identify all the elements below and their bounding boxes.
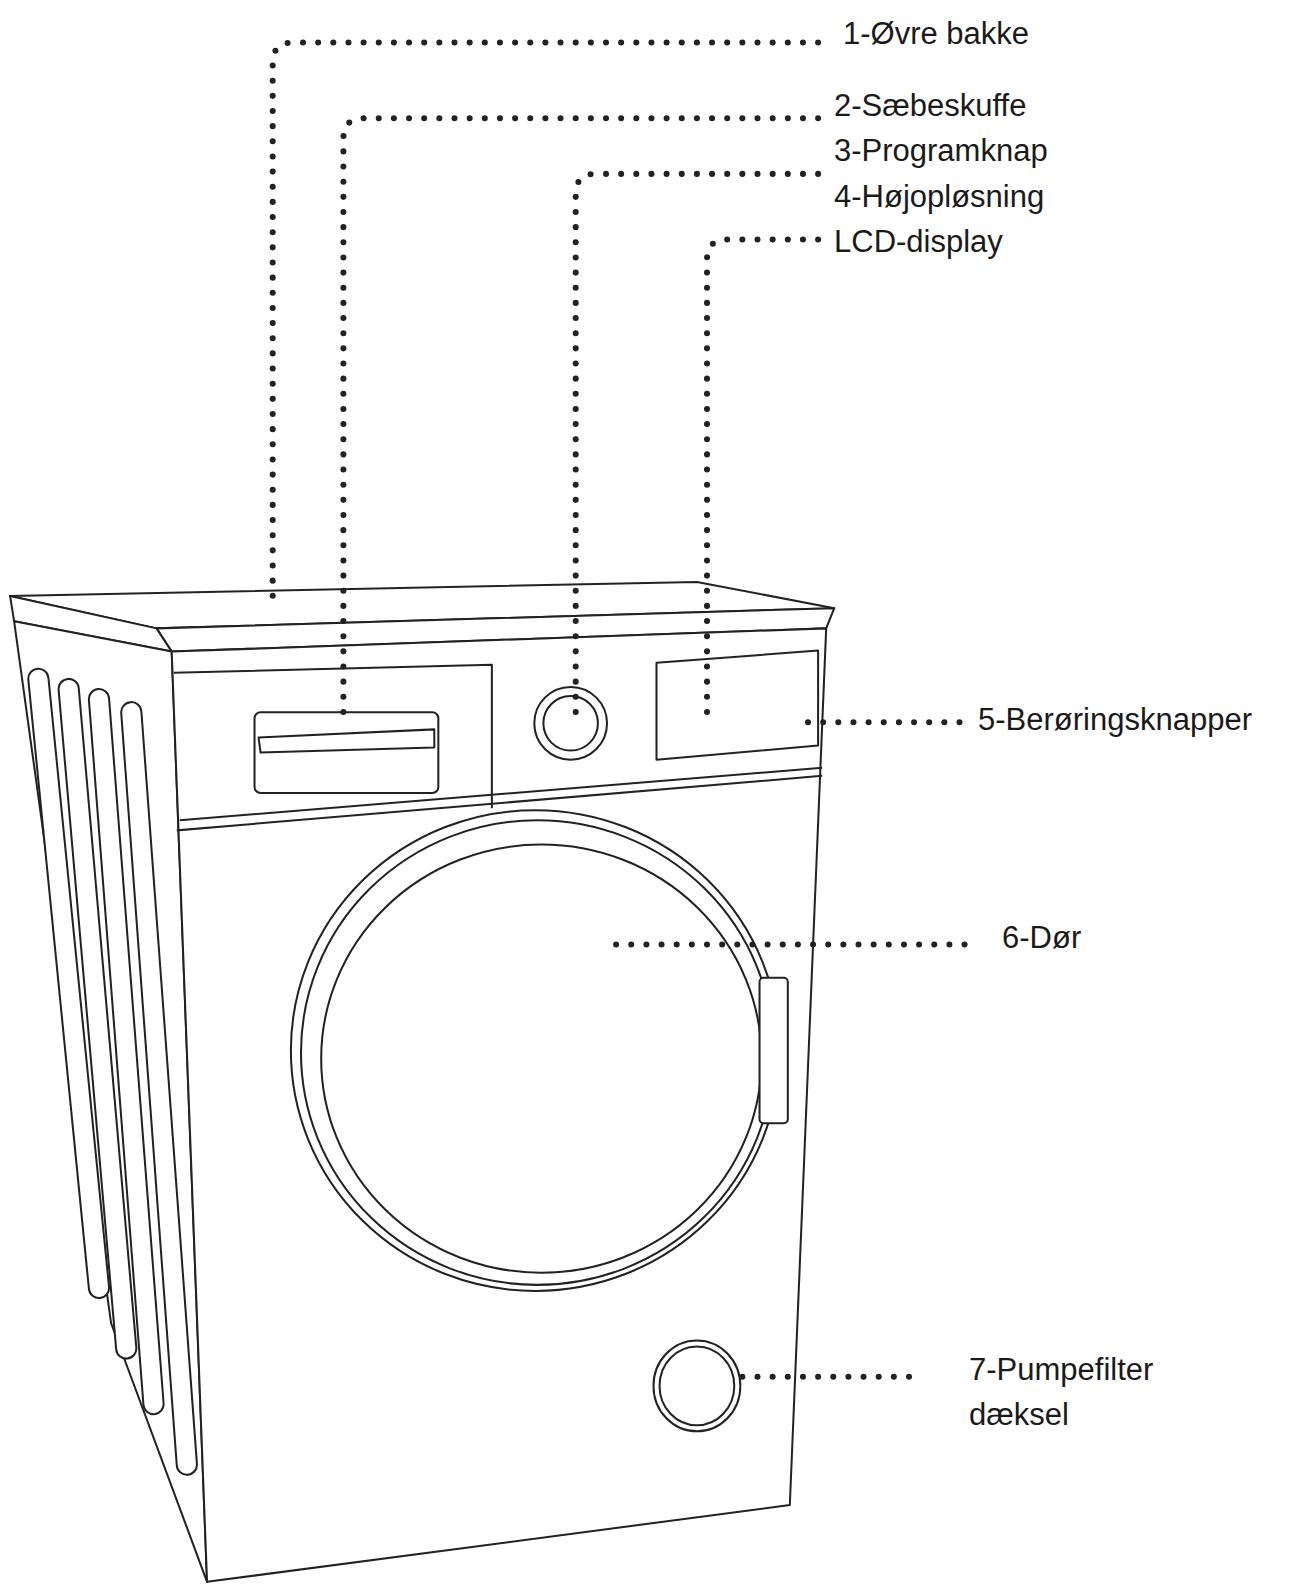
callout-label: 1-Øvre bakke [843,11,1029,56]
callout-label: 2-Sæbeskuffe [834,83,1026,128]
callout-label: 5-Berøringsknapper [978,697,1252,742]
callout-label: 3-Programknap [834,128,1048,173]
callout-label: 7-Pumpefilter dæksel [969,1347,1179,1437]
callout-label: 4-Højopløsning LCD-display [834,174,1074,264]
callout-label: 6-Dør [1002,915,1081,960]
